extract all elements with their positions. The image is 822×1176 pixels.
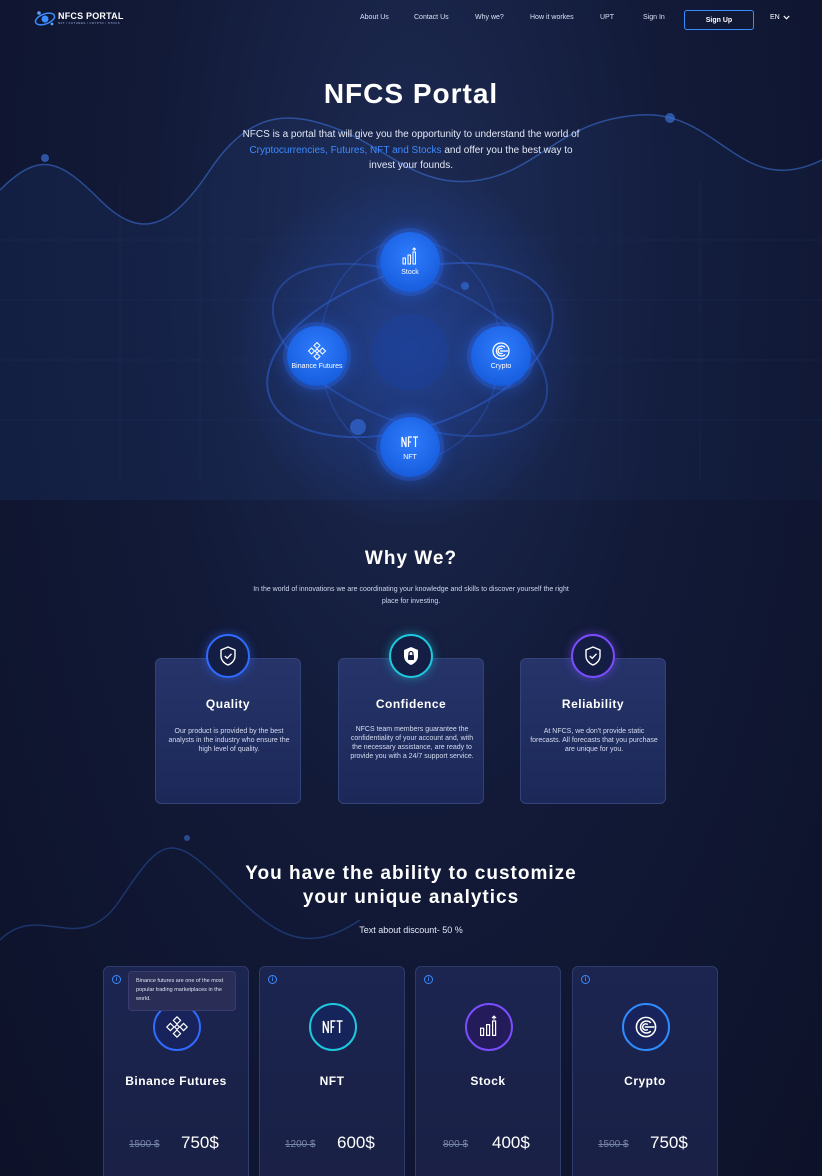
- chart-growth-icon: [402, 247, 417, 265]
- product-icon-circle: [153, 1003, 201, 1051]
- sign-up-button[interactable]: Sign Up: [684, 10, 754, 30]
- orbit-node-binance-futures[interactable]: Binance Futures: [287, 326, 347, 386]
- product-old-price: 1500 $: [129, 1139, 160, 1150]
- nav-why-we[interactable]: Why we?: [475, 14, 504, 21]
- orbit-node-label: NFT: [403, 454, 417, 461]
- why-card-title: Reliability: [561, 697, 625, 711]
- info-icon[interactable]: i: [112, 975, 121, 984]
- why-card-reliability: Reliability At NFCS, we don't provide st…: [520, 658, 666, 804]
- shield-check-icon: [220, 646, 236, 666]
- why-card-text: Our product is provided by the best anal…: [168, 728, 290, 753]
- info-icon[interactable]: i: [581, 975, 590, 984]
- orbit-node-stock[interactable]: Stock: [380, 232, 440, 292]
- hero-text-start: NFCS is a portal that will give you the …: [242, 129, 580, 140]
- market-orbit: Stock Binance Futures Crypto NFT: [220, 222, 600, 492]
- product-old-price: 1200 $: [285, 1139, 316, 1150]
- crypto-coin-icon: [492, 342, 510, 360]
- nav-sign-in[interactable]: Sign In: [643, 14, 665, 21]
- chart-growth-icon: [480, 1015, 497, 1036]
- binance-info-tooltip: Binance futures are one of the most popu…: [128, 971, 236, 1011]
- customize-title: You have the ability to customize your u…: [0, 862, 822, 910]
- product-name: Stock: [470, 1074, 506, 1088]
- nav-about-us[interactable]: About Us: [360, 14, 389, 21]
- hero-highlight-link[interactable]: Cryptocurrencies, Futures, NFT and Stock…: [249, 144, 442, 156]
- product-price: 750$: [181, 1133, 219, 1152]
- why-card-text: At NFCS, we don't provide static forecas…: [530, 728, 658, 753]
- logo-icon: [34, 11, 56, 26]
- product-card-stock[interactable]: i Stock 800 $ 400$: [415, 966, 561, 1176]
- binance-icon: [307, 341, 327, 361]
- customize-title-line-1: You have the ability to customize: [245, 863, 577, 884]
- product-name: Crypto: [624, 1074, 666, 1088]
- orbit-node-label: Crypto: [490, 363, 512, 370]
- hero-text-end: and offer you the best way to invest you…: [369, 144, 573, 172]
- orbit-node-crypto[interactable]: Crypto: [471, 326, 531, 386]
- orbit-node-nft[interactable]: NFT: [380, 417, 440, 477]
- nft-icon: [322, 1020, 343, 1034]
- binance-icon: [165, 1015, 189, 1039]
- reliability-badge: [571, 634, 615, 678]
- quality-badge: [206, 634, 250, 678]
- product-card-nft[interactable]: i NFT 1200 $ 600$: [259, 966, 405, 1176]
- why-card-text: NFCS team members guarantee the confiden…: [350, 726, 474, 760]
- why-card-title: Quality: [205, 697, 251, 711]
- customize-title-line-2: your unique analytics: [302, 887, 520, 908]
- shield-lock-icon: [404, 647, 418, 665]
- crypto-coin-icon: [635, 1016, 657, 1038]
- top-nav: NFCS PORTAL NFT / FUTURES / CRYPTO / STO…: [0, 0, 822, 40]
- why-we-description: In the world of innovations we are coord…: [253, 586, 569, 605]
- product-old-price: 800 $: [443, 1139, 469, 1150]
- product-name: NFT: [319, 1074, 345, 1088]
- product-card-crypto[interactable]: i Crypto 1500 $ 750$: [572, 966, 718, 1176]
- shield-check-icon: [585, 646, 601, 666]
- product-price: 750$: [650, 1133, 688, 1152]
- why-card-confidence: Confidence NFCS team members guarantee t…: [338, 658, 484, 804]
- logo[interactable]: NFCS PORTAL NFT / FUTURES / CRYPTO / STO…: [34, 9, 124, 27]
- discount-text: Text about discount- 50 %: [359, 925, 463, 935]
- language-label: EN: [770, 14, 780, 21]
- nav-how-it-works[interactable]: How it workes: [530, 14, 574, 21]
- hero-title: NFCS Portal: [323, 78, 499, 109]
- confidence-badge: [389, 634, 433, 678]
- why-we-title: Why We?: [364, 548, 458, 569]
- why-card-quality: Quality Our product is provided by the b…: [155, 658, 301, 804]
- product-icon-circle: [465, 1003, 513, 1051]
- product-price: 600$: [337, 1133, 375, 1152]
- why-card-title: Confidence: [375, 697, 447, 711]
- orbit-node-label: Binance Futures: [291, 363, 343, 370]
- logo-title: NFCS PORTAL: [58, 11, 124, 21]
- product-icon-circle: [622, 1003, 670, 1051]
- orbit-node-label: Stock: [401, 269, 419, 276]
- language-selector[interactable]: EN: [770, 14, 790, 21]
- product-price: 400$: [492, 1133, 530, 1152]
- logo-subtitle: NFT / FUTURES / CRYPTO / STOCK: [58, 21, 121, 25]
- info-icon[interactable]: i: [424, 975, 433, 984]
- nav-contact-us[interactable]: Contact Us: [414, 14, 449, 21]
- info-icon[interactable]: i: [268, 975, 277, 984]
- nav-upt[interactable]: UPT: [600, 14, 614, 21]
- product-name: Binance Futures: [125, 1074, 227, 1088]
- product-icon-circle: [309, 1003, 357, 1051]
- hero-description: NFCS is a portal that will give you the …: [241, 127, 581, 174]
- product-old-price: 1500 $: [598, 1139, 629, 1150]
- nft-icon: [401, 436, 418, 448]
- chevron-down-icon: [783, 15, 790, 20]
